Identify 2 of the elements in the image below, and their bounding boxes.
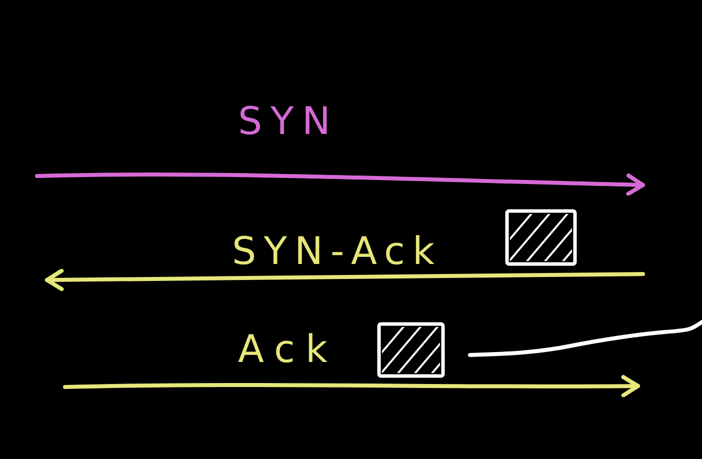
hatched-box (505, 209, 577, 266)
hatched-box (377, 322, 445, 378)
